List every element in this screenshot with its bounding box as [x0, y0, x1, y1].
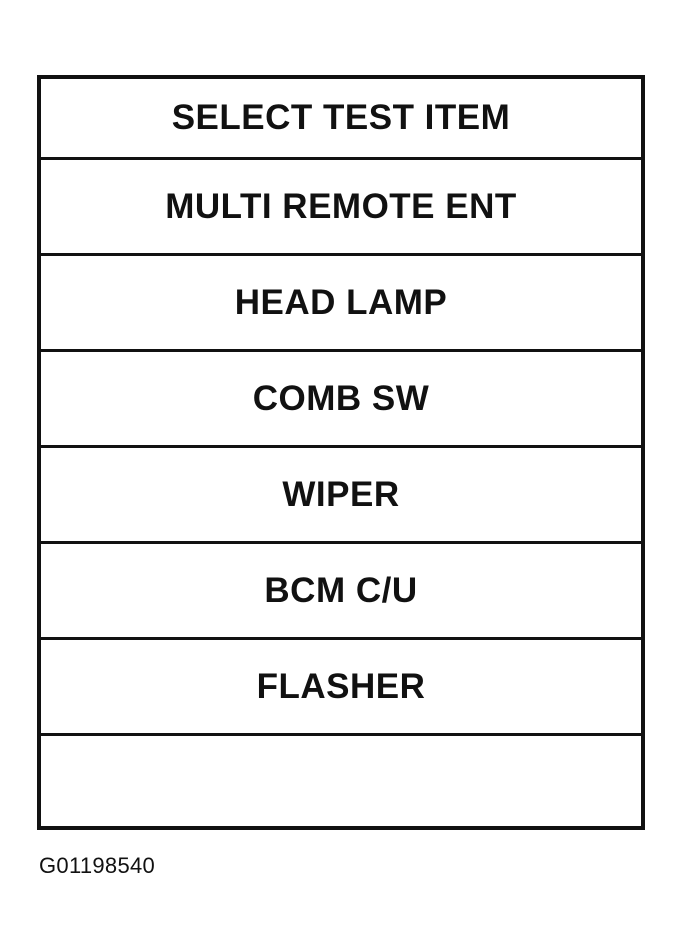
menu-item-flasher[interactable]: FLASHER [41, 640, 641, 736]
screen-header: SELECT TEST ITEM [41, 79, 641, 160]
menu-item-wiper[interactable]: WIPER [41, 448, 641, 544]
figure-id: G01198540 [39, 853, 156, 878]
menu-item-comb-sw[interactable]: COMB SW [41, 352, 641, 448]
menu-item-bcm-cu[interactable]: BCM C/U [41, 544, 641, 640]
menu-item-multi-remote-ent[interactable]: MULTI REMOTE ENT [41, 160, 641, 256]
menu-item-head-lamp[interactable]: HEAD LAMP [41, 256, 641, 352]
menu-item-empty[interactable] [41, 736, 641, 826]
select-test-item-screen: SELECT TEST ITEM MULTI REMOTE ENT HEAD L… [37, 75, 645, 830]
